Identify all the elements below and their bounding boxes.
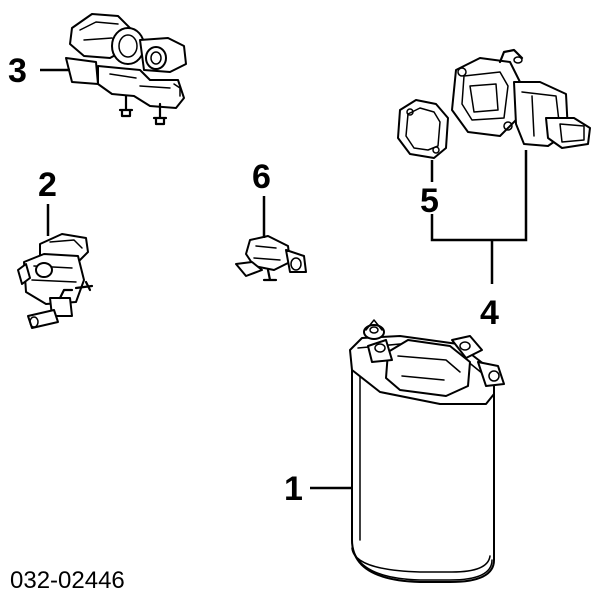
part-2-solenoid-valve: [17, 233, 94, 329]
callout-3: 3: [8, 52, 27, 90]
callout-2: 2: [38, 166, 57, 204]
part-3-idle-air-control-valve: [65, 13, 187, 126]
callout-4: 4: [480, 294, 499, 332]
part-6-sensor: [235, 235, 307, 282]
part-4-egr-valve: [451, 48, 591, 149]
part-5-gasket: [397, 99, 449, 159]
diagram-number: 032-02446: [10, 567, 125, 594]
part-1-canister: [349, 319, 505, 583]
callout-5: 5: [420, 182, 439, 220]
callout-1: 1: [284, 470, 303, 508]
callout-4-bracket: [430, 150, 528, 242]
callout-6: 6: [252, 158, 271, 196]
